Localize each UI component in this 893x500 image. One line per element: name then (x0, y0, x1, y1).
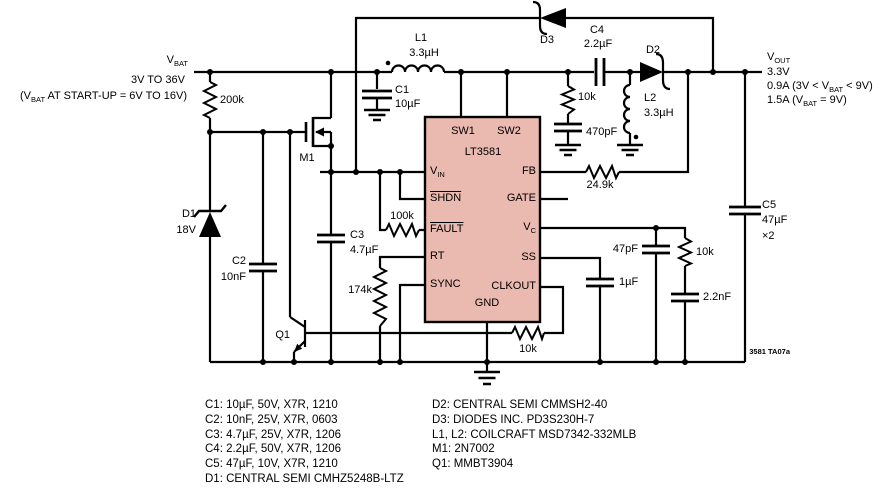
capacitor-c4 (594, 58, 606, 86)
c3-value: 4.7µF (350, 244, 379, 256)
resistor-10k-vc-label: 10k (696, 246, 714, 258)
junction-dots (207, 69, 748, 365)
c5-mult: ×2 (762, 230, 775, 242)
capacitor-c3 (317, 233, 345, 244)
resistor-24k9-label: 24.9k (586, 179, 614, 191)
note-code: 3581 TA07a (749, 347, 790, 356)
bom-right-column: D2: CENTRAL SEMI CMMSH2-40 D3: DIODES IN… (432, 398, 636, 472)
pin-fb: FB (521, 165, 536, 177)
pin-sync: SYNC (430, 278, 461, 290)
capacitor-470pf (554, 122, 582, 133)
bom-line: M1: 2N7002 (432, 443, 495, 456)
capacitor-2n2 (671, 292, 699, 303)
l1-ref: L1 (414, 32, 428, 44)
resistor-10k-sw (559, 85, 577, 115)
bom-line: C3: 4.7µF, 25V, X7R, 1206 (205, 428, 341, 441)
zener-d1 (193, 204, 227, 237)
c4-value: 2.2µF (583, 38, 613, 50)
ground-symbols (364, 108, 643, 386)
capacitor-1uf-label: 1µF (619, 276, 639, 288)
inductor-l1 (390, 64, 446, 73)
d2-ref: D2 (645, 44, 661, 56)
l1-value: 3.3µH (409, 47, 439, 59)
d3-ref: D3 (539, 34, 555, 46)
bom-line: C2: 10nF, 25V, X7R, 0603 (205, 413, 338, 426)
resistor-10k-vc (676, 237, 694, 267)
pin-fault: FAULT (430, 223, 464, 235)
capacitor-c5 (729, 205, 761, 216)
d1-ref: D1 (181, 208, 196, 220)
c4-ref: C4 (589, 24, 605, 36)
capacitor-1uf (586, 277, 614, 288)
d1-value: 18V (176, 224, 196, 236)
bom-line: D1: CENTRAL SEMI CMHZ5248B-LTZ (205, 472, 404, 485)
mosfet-m1 (304, 117, 324, 147)
pin-clkout: CLKOUT (491, 280, 536, 292)
vout-current-2: 1.5A (VBAT = 9V) (767, 94, 847, 109)
resistor-10k-clkout (511, 324, 545, 343)
vout-voltage: 3.3V (767, 66, 790, 78)
c2-value: 10nF (220, 271, 246, 283)
c1-value: 10µF (395, 98, 421, 110)
l2-ref: L2 (644, 92, 657, 104)
bom-line: C1: 10µF, 50V, X7R, 1210 (205, 399, 338, 411)
l1-phase-dot (385, 60, 391, 66)
m1-ref: M1 (299, 152, 315, 164)
c5-ref: C5 (762, 199, 777, 211)
pin-gnd: GND (474, 297, 500, 309)
bom-line: L1, L2: COILCRAFT MSD7342-332MLB (432, 428, 637, 441)
pin-vc: VC (523, 221, 536, 236)
capacitor-2n2-label: 2.2nF (703, 291, 732, 303)
capacitor-470pf-label: 470pF (586, 126, 618, 138)
c2-ref: C2 (231, 255, 246, 267)
vout-current-1: 0.9A (3V < VBAT < 9V) (767, 80, 873, 95)
bom-line: C4: 2.2µF, 50V, X7R, 1206 (205, 443, 341, 456)
vbat-label: VBAT (166, 54, 188, 69)
c1-ref: C1 (395, 84, 410, 96)
q1-ref: Q1 (275, 329, 290, 341)
transistor-q1 (289, 316, 307, 362)
chip-part-number: LT3581 (464, 146, 502, 158)
c3-ref: C3 (350, 229, 365, 241)
resistor-200k (201, 81, 219, 119)
pin-vin: VIN (430, 165, 445, 180)
resistor-200k-label: 200k (220, 94, 244, 106)
inductor-l2 (622, 83, 631, 135)
vbat-startup-note: (VBAT AT START-UP = 6V TO 16V) (20, 90, 187, 105)
diode-d2 (640, 52, 671, 91)
pin-ss: SS (521, 251, 536, 263)
pin-sw1: SW1 (451, 125, 475, 137)
pin-rt: RT (430, 250, 445, 262)
resistor-174k-label: 174k (348, 284, 372, 296)
capacitor-c2 (249, 262, 277, 273)
capacitor-c1 (362, 89, 392, 100)
wires (194, 16, 762, 372)
vbat-range: 3V TO 36V (130, 74, 185, 86)
l2-phase-dot (633, 134, 639, 140)
pin-gate: GATE (506, 192, 536, 204)
chip-lt3581 (423, 115, 542, 324)
vout-label: VOUT (767, 51, 791, 66)
resistor-174k (371, 267, 389, 327)
capacitor-47pf-label: 47pF (612, 243, 638, 255)
resistor-10k-clkout-label: 10k (519, 343, 537, 355)
capacitor-47pf (642, 244, 670, 255)
pin-shdn: SHDN (430, 192, 462, 204)
pin-sw2: SW2 (497, 125, 521, 137)
bom-line: C5: 47µF, 10V, X7R, 1210 (205, 458, 338, 471)
bom-left-column: C1: 10µF, 50V, X7R, 1210 C2: 10nF, 25V, … (205, 398, 404, 487)
bom-line: D3: DIODES INC. PD3S230H-7 (432, 413, 595, 426)
c5-value: 47µF (762, 214, 788, 226)
l2-value: 3.3µH (644, 107, 674, 119)
resistor-10k-sw-label: 10k (578, 91, 596, 103)
diode-d3 (532, 0, 566, 36)
bom-line: Q1: MMBT3904 (432, 458, 514, 471)
resistor-100k (385, 221, 420, 239)
resistor-100k-label: 100k (390, 210, 414, 222)
resistor-24k9 (585, 163, 620, 181)
bom-line: D2: CENTRAL SEMI CMMSH2-40 (432, 399, 608, 411)
